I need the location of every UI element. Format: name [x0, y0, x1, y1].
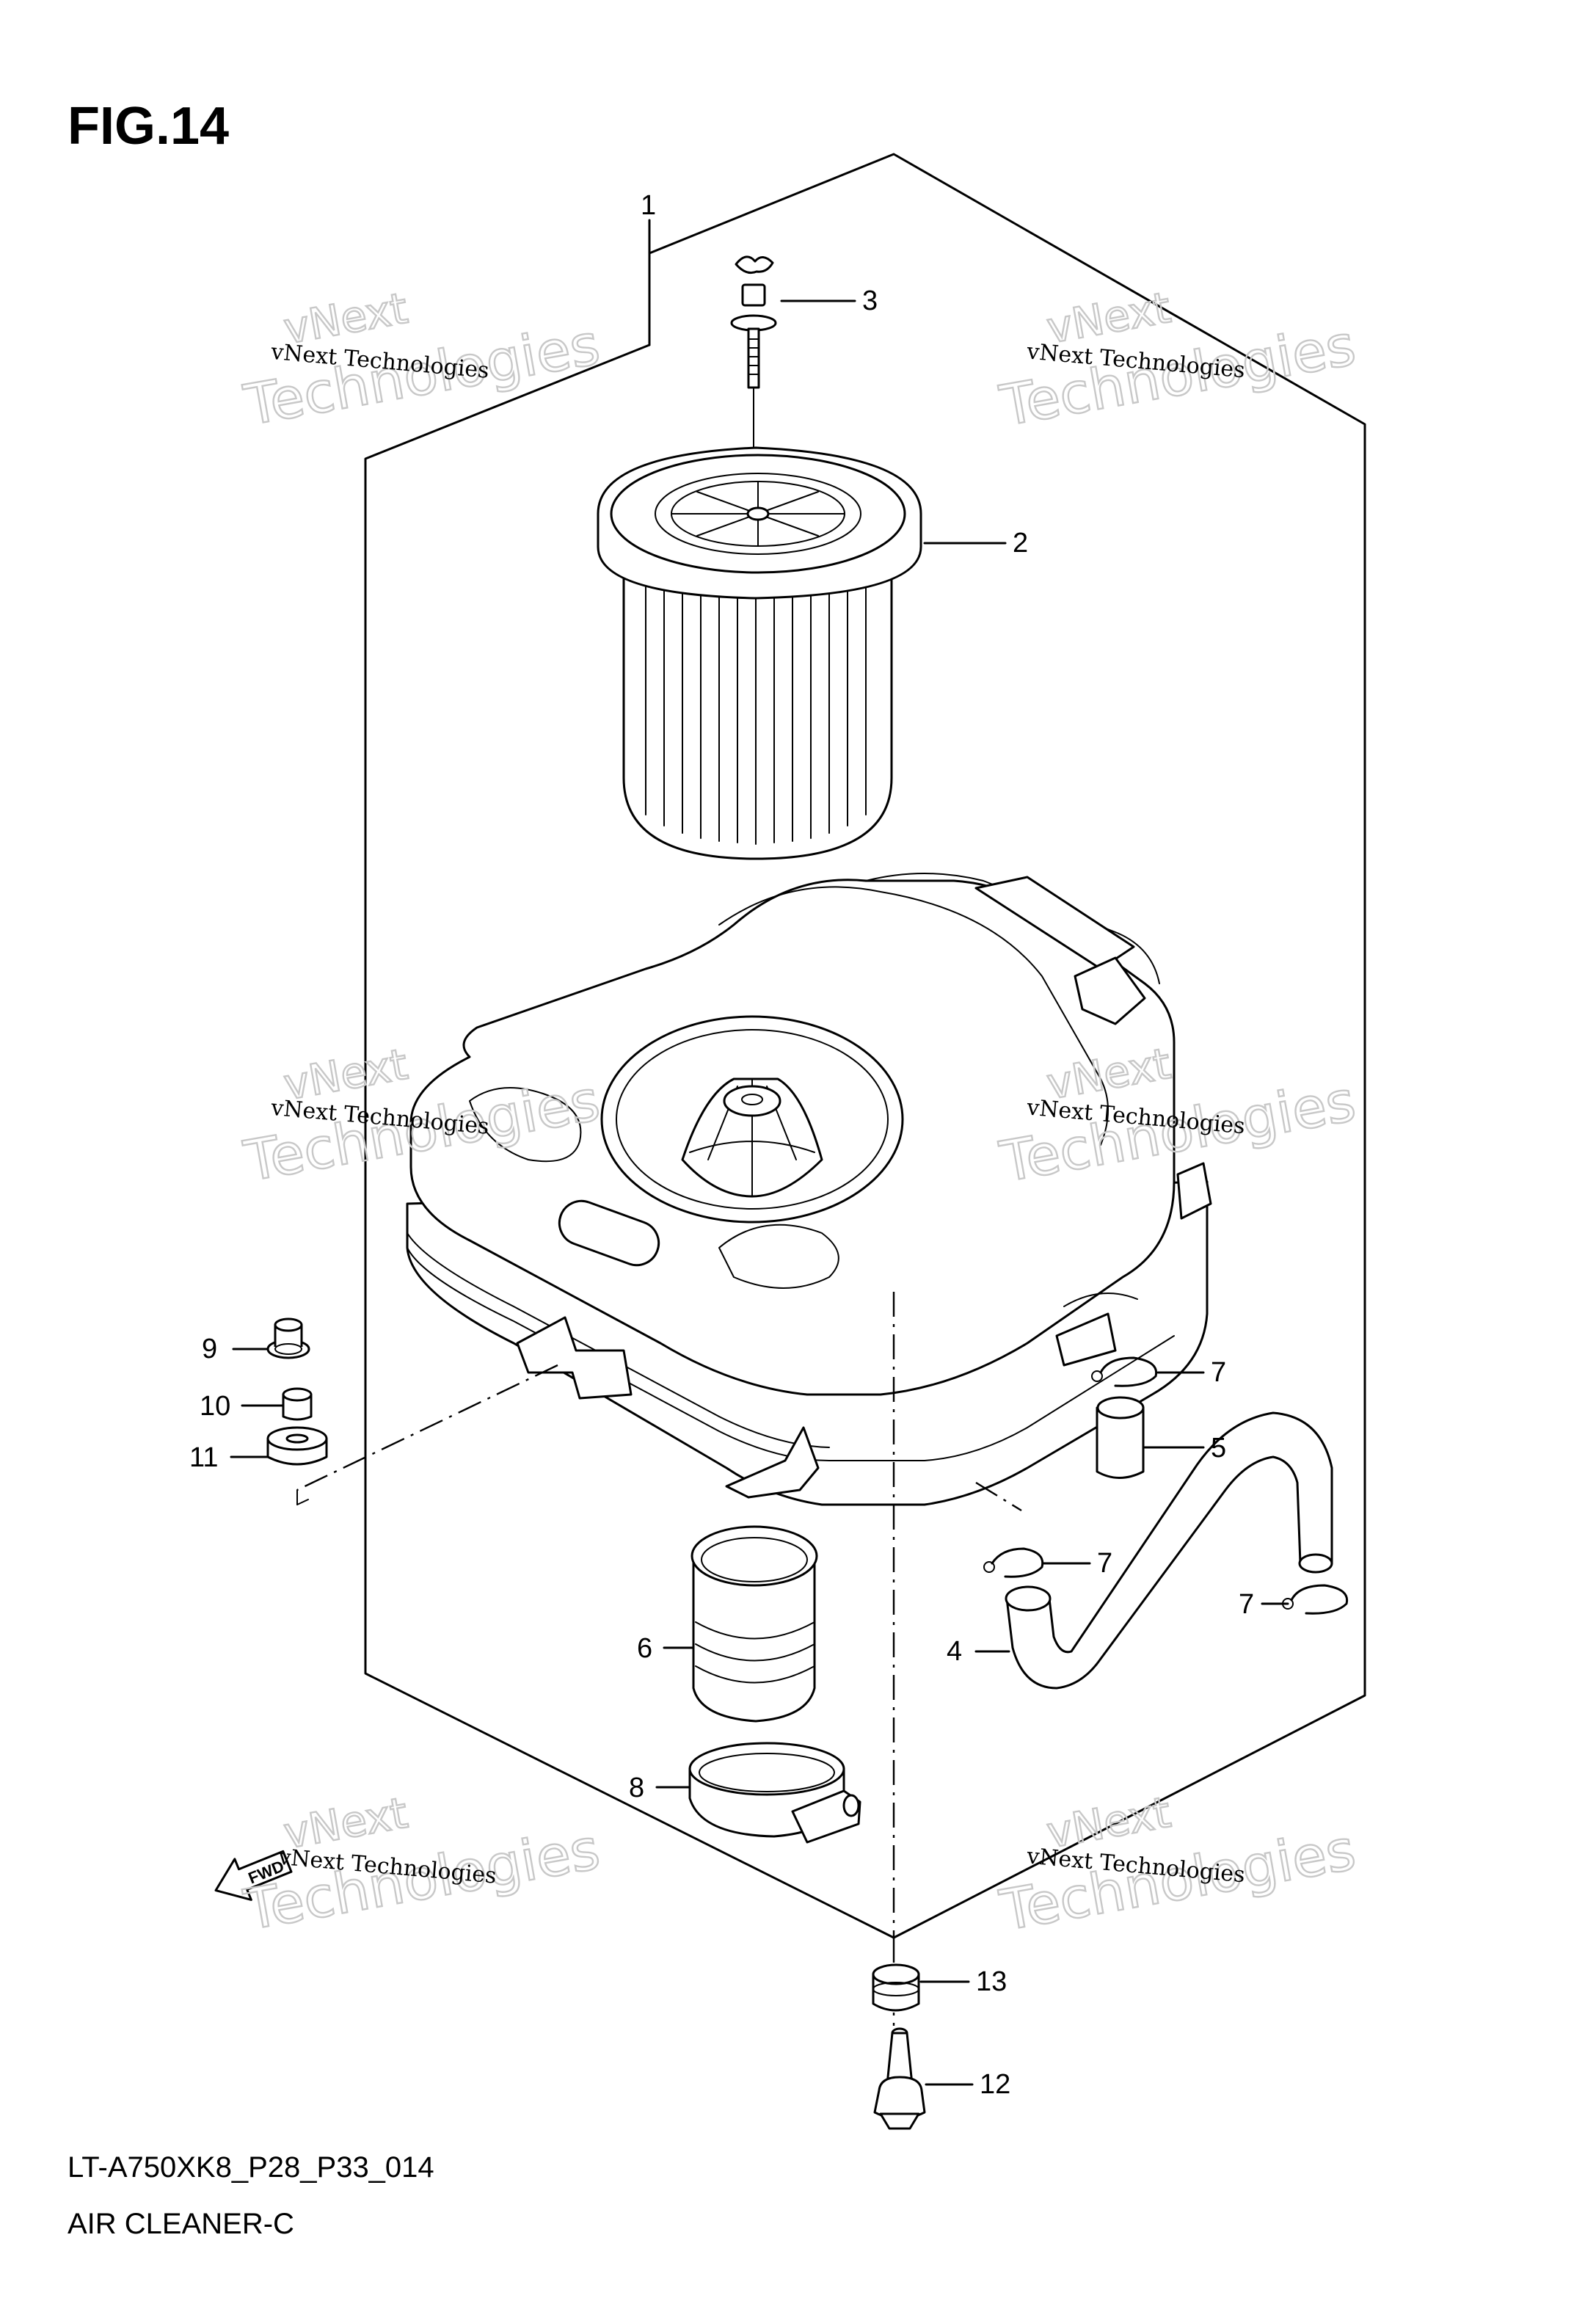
callout-7b: 7 — [1097, 1548, 1112, 1579]
model-code: LT-A750XK8_P28_P33_014 — [68, 2151, 434, 2184]
callout-7a: 7 — [1211, 1357, 1226, 1388]
forward-arrow-icon: FWD — [214, 1850, 293, 1901]
callout-labels: 1 2 3 4 5 6 7 7 7 8 9 10 11 12 13 — [189, 190, 1254, 2100]
callout-13: 13 — [976, 1966, 1007, 1997]
callout-12: 12 — [980, 2069, 1010, 2100]
grommet-part — [872, 1963, 920, 2012]
cushion-part — [266, 1426, 328, 1466]
callout-3: 3 — [862, 286, 878, 316]
callout-6: 6 — [637, 1633, 652, 1664]
figure-title: FIG.14 — [68, 97, 229, 156]
callout-1: 1 — [641, 190, 656, 221]
watermark-top-left: vNext Technologies vNext Technologies — [238, 282, 605, 439]
callout-2: 2 — [1013, 528, 1028, 559]
callout-4: 4 — [947, 1636, 962, 1667]
watermark-top-right: vNext Technologies vNext Technologies — [994, 282, 1361, 440]
assembly-outline — [364, 153, 1366, 1939]
clip-part-c — [1282, 1584, 1349, 1615]
callout-10: 10 — [200, 1391, 230, 1422]
outlet-boot-part — [690, 1525, 818, 1723]
watermark-bottom-left: vNext Technologies vNext Technologies — [238, 1786, 605, 1944]
clip-part-b — [983, 1547, 1044, 1578]
clamp-part — [688, 1742, 861, 1844]
callout-8: 8 — [629, 1773, 644, 1803]
drain-plug-part — [873, 2027, 926, 2130]
collar-part — [282, 1387, 313, 1421]
callout-11: 11 — [189, 1442, 218, 1473]
callout-9: 9 — [202, 1334, 217, 1364]
watermark-bottom-right: vNext Technologies vNext Technologies — [994, 1786, 1361, 1944]
air-cleaner-case — [406, 873, 1212, 1506]
callout-5: 5 — [1211, 1433, 1226, 1464]
breather-hose-part — [1005, 1411, 1333, 1690]
air-filter-element — [597, 446, 922, 860]
callout-7c: 7 — [1239, 1589, 1254, 1620]
short-hose-part — [1096, 1396, 1145, 1479]
clip-part-a — [1091, 1356, 1158, 1387]
section-name: AIR CLEANER-C — [68, 2208, 294, 2240]
callout-leaders — [230, 219, 1289, 2086]
bolt-part — [266, 1317, 310, 1359]
wing-bolt-part — [730, 255, 777, 515]
